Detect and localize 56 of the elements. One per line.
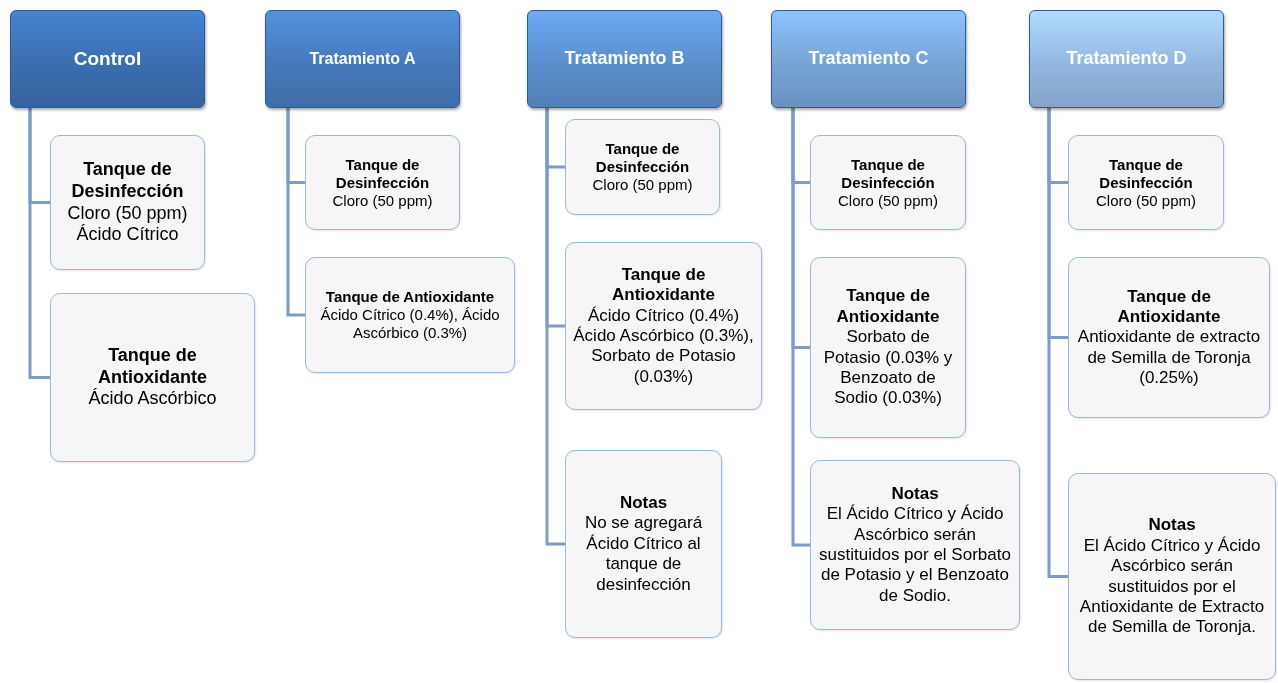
box-text: Sorbato de Potasio (0.03% y Benzoato de Sodio (0.03%) [822, 327, 954, 409]
box-heading: Tanque de Antioxidante [97, 345, 208, 388]
box-heading: Tanque de Desinfección [840, 155, 936, 192]
box-heading: Notas [891, 483, 939, 505]
box-text: Ácido Ascórbico [88, 388, 217, 410]
header-title: Tratamiento C [808, 48, 929, 70]
info-box [305, 257, 515, 373]
box-text: Cloro (50 ppm) [67, 202, 188, 224]
box-text: Cloro (50 ppm) [1095, 191, 1196, 210]
header-box [265, 10, 460, 108]
box-heading: Tanque de Antioxidante [835, 286, 941, 328]
box-text: Cloro (50 ppm) [592, 176, 693, 194]
connector-line [286, 108, 305, 317]
info-box [565, 242, 762, 410]
header-title: Tratamiento D [1066, 48, 1187, 70]
info-box [810, 257, 966, 438]
info-box [810, 135, 966, 230]
box-text: No se agregará Ácido Cítrico al tanque de desinfección [583, 513, 704, 595]
header-box [527, 10, 722, 108]
header-title: Control [73, 47, 142, 71]
connector-line [1047, 108, 1068, 578]
box-heading: Tanque de Antioxidante [611, 264, 716, 306]
box-text: Ácido Cítrico [76, 224, 179, 246]
connector-line [545, 108, 565, 546]
box-text: Cloro (50 ppm) [332, 191, 433, 210]
info-box [1068, 135, 1224, 230]
box-text: El Ácido Cítrico y Ácido Ascórbico serán sustituidos por el Sorbato de Potasio y el Benzoato de Sodio. [818, 504, 1012, 607]
box-heading: Tanque de Desinfección [1098, 155, 1194, 192]
header-title: Tratamiento B [564, 48, 685, 70]
header-box [10, 10, 205, 108]
info-box [810, 460, 1020, 630]
connector-line [28, 108, 50, 379]
box-text: Ácido Cítrico (0.4%), Ácido Ascórbico (0.3%) [319, 306, 501, 342]
header-box [771, 10, 966, 108]
box-text: Cloro (50 ppm) [837, 191, 938, 210]
info-box [565, 119, 720, 215]
box-heading: Tanque de Desinfección [70, 159, 185, 203]
box-heading: Notas [1148, 515, 1196, 536]
box-text: El Ácido Cítrico y Ácido Ascórbico serán sustituidos por el Antioxidante de Extracto de Semilla de Toronja. [1078, 535, 1266, 638]
box-text: Antioxidante de extracto de Semilla de Toronja (0.25%) [1076, 327, 1262, 389]
info-box [50, 293, 255, 462]
box-heading: Notas [619, 493, 668, 514]
box-heading: Tanque de Antioxidante [325, 288, 495, 306]
box-heading: Tanque de Desinfección [334, 155, 431, 192]
info-box [565, 450, 722, 638]
header-title: Tratamiento A [309, 49, 416, 69]
header-box [1029, 10, 1224, 108]
box-text: Ácido Ascórbico (0.3%), Sorbato de Potasio (0.03%) [572, 326, 755, 388]
box-heading: Tanque de Desinfección [594, 140, 691, 176]
info-box [1068, 473, 1276, 680]
box-heading: Tanque de Antioxidante [1116, 286, 1222, 328]
info-box [305, 135, 460, 230]
box-text: Ácido Cítrico (0.4%) [587, 305, 740, 326]
connector-line [791, 108, 810, 547]
info-box [1068, 257, 1270, 418]
info-box [50, 135, 205, 270]
